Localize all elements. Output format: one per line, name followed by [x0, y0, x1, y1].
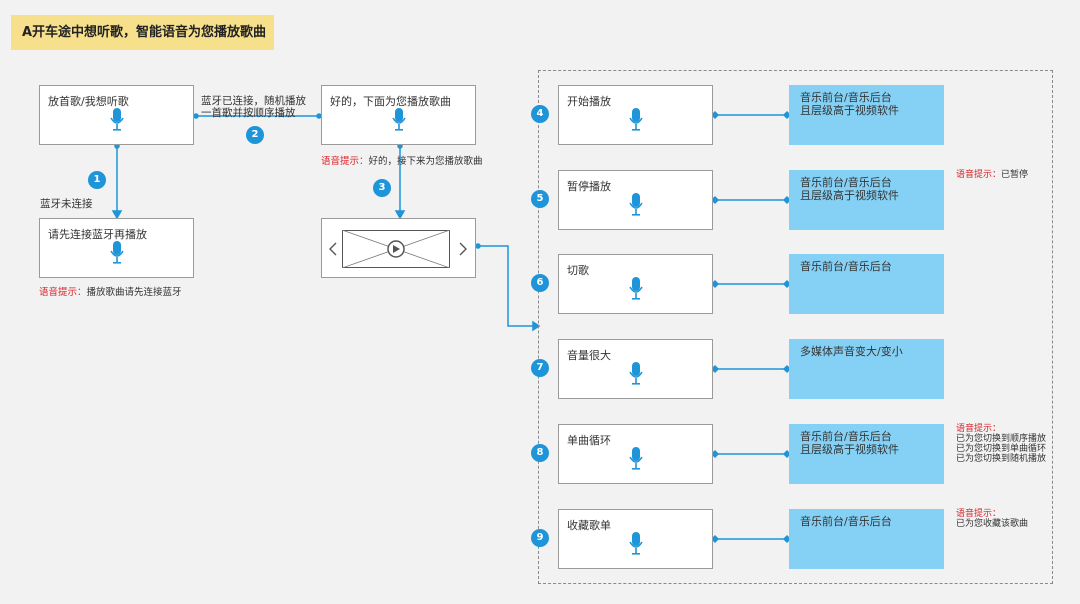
hint-text: 好的，接下来为您播放歌曲 — [368, 156, 483, 167]
hint-label: 语音提示： — [956, 170, 1002, 180]
result-box: 音乐前台/音乐后台 — [789, 509, 944, 569]
voice-hint: 语音提示：已为您切换到顺序播放已为您切换到单曲循环已为您切换到随机播放 — [956, 424, 1046, 464]
microphone-icon — [629, 108, 643, 131]
command-label: 音量很大 — [567, 349, 611, 362]
microphone-icon — [392, 108, 406, 131]
hint-text: 已为您切换到顺序播放 — [956, 434, 1047, 444]
page-title: A开车途中想听歌，智能语音为您播放歌曲 — [11, 15, 274, 50]
command-label: 暂停播放 — [567, 180, 611, 193]
box-label: 好的，下面为您播放歌曲 — [330, 95, 451, 108]
box-label: 放首歌/我想听歌 — [48, 95, 129, 108]
step-badge-5: 5 — [531, 190, 549, 208]
command-label: 切歌 — [567, 264, 589, 277]
step-badge-1: 1 — [88, 171, 106, 189]
result-line: 音乐前台/音乐后台 — [800, 515, 892, 528]
hint-text: 已为您切换到单曲循环 — [956, 444, 1047, 454]
step-badge-2: 2 — [246, 126, 264, 144]
result-line: 且层级高于视频软件 — [800, 189, 899, 202]
step-badge-4: 4 — [531, 105, 549, 123]
microphone-icon — [629, 362, 643, 385]
microphone-icon — [629, 532, 643, 555]
microphone-icon — [629, 193, 643, 216]
result-box: 音乐前台/音乐后台且层级高于视频软件 — [789, 170, 944, 230]
label-bluetooth-off: 蓝牙未连接 — [40, 198, 93, 210]
voice-hint-bluetooth: 语音提示：播放歌曲请先连接蓝牙 — [39, 288, 182, 298]
command-label: 单曲循环 — [567, 434, 611, 447]
command-group — [538, 70, 1053, 584]
command-box[interactable]: 开始播放 — [558, 85, 713, 145]
command-box[interactable]: 暂停播放 — [558, 170, 713, 230]
step-badge-9: 9 — [531, 529, 549, 547]
result-line: 音乐前台/音乐后台 — [800, 260, 892, 273]
label-bluetooth-on-1: 蓝牙已连接，随机播放 — [201, 95, 306, 107]
result-line: 音乐前台/音乐后台 — [800, 91, 892, 104]
result-box: 音乐前台/音乐后台且层级高于视频软件 — [789, 85, 944, 145]
result-box: 多媒体声音变大/变小 — [789, 339, 944, 399]
image-placeholder-icon — [342, 230, 450, 268]
result-line: 多媒体声音变大/变小 — [800, 345, 903, 358]
hint-text: 已暂停 — [1001, 170, 1029, 180]
microphone-icon — [629, 447, 643, 470]
voice-box-bluetooth[interactable]: 请先连接蓝牙再播放 — [39, 218, 194, 278]
voice-hint: 语音提示：已为您收藏该歌曲 — [956, 509, 1028, 529]
voice-hint: 语音提示：已暂停 — [956, 170, 1028, 180]
command-box[interactable]: 音量很大 — [558, 339, 713, 399]
result-line: 且层级高于视频软件 — [800, 443, 899, 456]
voice-box-play-song[interactable]: 放首歌/我想听歌 — [39, 85, 194, 145]
chevron-left-icon[interactable] — [328, 241, 338, 257]
media-player-box[interactable] — [321, 218, 476, 278]
command-box[interactable]: 单曲循环 — [558, 424, 713, 484]
step-badge-3: 3 — [373, 179, 391, 197]
chevron-right-icon[interactable] — [458, 241, 468, 257]
result-line: 且层级高于视频软件 — [800, 104, 899, 117]
voice-hint-play: 语音提示：好的，接下来为您播放歌曲 — [321, 157, 483, 167]
voice-box-confirm[interactable]: 好的，下面为您播放歌曲 — [321, 85, 476, 145]
hint-label: 语音提示： — [956, 509, 1002, 519]
hint-text: 已为您收藏该歌曲 — [956, 519, 1029, 529]
step-badge-6: 6 — [531, 274, 549, 292]
hint-label: 语音提示： — [39, 287, 87, 298]
result-box: 音乐前台/音乐后台 — [789, 254, 944, 314]
command-box[interactable]: 切歌 — [558, 254, 713, 314]
command-label: 开始播放 — [567, 95, 611, 108]
command-label: 收藏歌单 — [567, 519, 611, 532]
box-label: 请先连接蓝牙再播放 — [48, 228, 147, 241]
command-box[interactable]: 收藏歌单 — [558, 509, 713, 569]
microphone-icon — [110, 108, 124, 131]
hint-text: 播放歌曲请先连接蓝牙 — [86, 287, 182, 298]
result-box: 音乐前台/音乐后台且层级高于视频软件 — [789, 424, 944, 484]
hint-text: 已为您切换到随机播放 — [956, 454, 1047, 464]
step-badge-7: 7 — [531, 359, 549, 377]
hint-label: 语音提示： — [956, 424, 1002, 434]
microphone-icon — [629, 277, 643, 300]
microphone-icon — [110, 241, 124, 264]
result-line: 音乐前台/音乐后台 — [800, 430, 892, 443]
label-bluetooth-on-2: 一首歌并按顺序播放 — [201, 107, 296, 119]
hint-label: 语音提示： — [321, 156, 369, 167]
step-badge-8: 8 — [531, 444, 549, 462]
result-line: 音乐前台/音乐后台 — [800, 176, 892, 189]
